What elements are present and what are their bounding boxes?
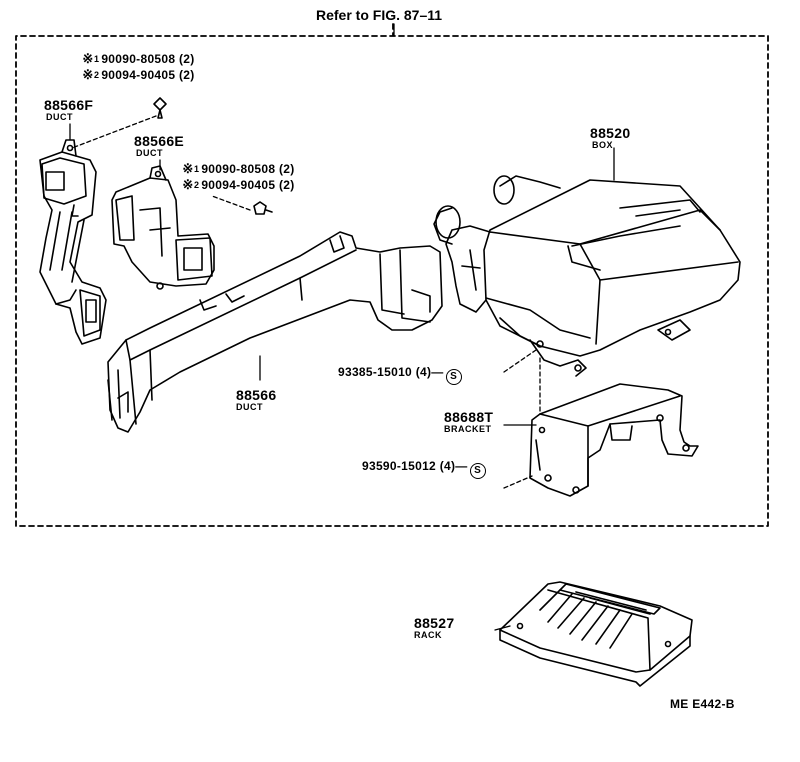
screw-label-93385: 93385-15010 (4)—S — [338, 366, 462, 385]
screw-label-93590: 93590-15012 (4)—S — [362, 460, 486, 479]
part-name-box: BOX — [592, 140, 614, 150]
asterisk-mark-icon: ※ — [82, 51, 94, 66]
asterisk-mark-icon: ※ — [182, 161, 194, 176]
part-name-bracket: BRACKET — [444, 424, 492, 434]
refer-to-figure-label: Refer to FIG. 87–11 — [316, 7, 443, 23]
bracket-88688t-drawing — [529, 383, 699, 497]
box-88520-drawing — [433, 175, 741, 377]
bolt-mid — [253, 201, 273, 215]
part-number-88566e: 88566E — [134, 133, 185, 149]
figure-code: ME E442-B — [670, 697, 735, 711]
s-circle-icon: S — [445, 369, 462, 385]
assembly-boundary — [15, 23, 769, 527]
s-circle-icon: S — [469, 463, 486, 479]
part-number-88566: 88566 — [236, 387, 277, 403]
bolt-top — [153, 97, 167, 119]
asterisk-mark-icon: ※ — [182, 177, 194, 192]
part-name-duct-f: DUCT — [46, 112, 73, 122]
part-name-rack: RACK — [414, 630, 442, 640]
duct-88566f-drawing — [39, 139, 107, 345]
asterisk-mark-icon: ※ — [82, 67, 94, 82]
duct-88566-drawing — [107, 231, 443, 433]
leader-lines — [69, 23, 615, 631]
rack-88527-drawing — [499, 581, 693, 687]
duct-88566e-drawing — [111, 165, 215, 290]
part-number-88566f: 88566F — [44, 97, 94, 113]
part-number-88527: 88527 — [414, 615, 455, 631]
part-name-duct: DUCT — [236, 402, 263, 412]
part-name-duct-e: DUCT — [136, 148, 163, 158]
part-number-88520: 88520 — [590, 125, 631, 141]
dashed-leaders — [71, 115, 541, 489]
part-number-88688t: 88688T — [444, 409, 494, 425]
